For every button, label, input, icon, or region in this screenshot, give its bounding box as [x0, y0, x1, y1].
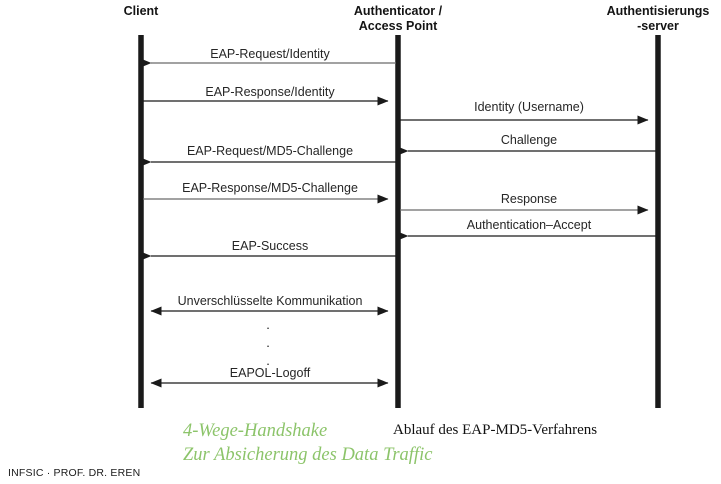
message-label-eap-request-md5-challenge: EAP-Request/MD5-Challenge [186, 144, 354, 158]
caption-green-line-1: 4-Wege-Handshake [183, 421, 328, 441]
message-label-eap-success: EAP-Success [231, 239, 309, 253]
message-label-challenge: Challenge [500, 133, 558, 147]
vertical-ellipsis-dot-2: · [265, 338, 271, 353]
message-label-response: Response [500, 192, 558, 206]
message-label-authentication-accept: Authentication–Accept [466, 218, 592, 232]
message-label-eap-response-identity: EAP-Response/Identity [205, 85, 335, 99]
lifeline-header-authenticator: Authenticator / Access Point [353, 4, 443, 33]
footer-attribution: INFSIC · PROF. DR. EREN [8, 467, 141, 479]
lifeline-header-client: Client [123, 4, 159, 18]
message-label-identity-username: Identity (Username) [474, 100, 584, 114]
message-label-eapol-logoff: EAPOL-Logoff [229, 366, 311, 380]
vertical-ellipsis-dot-1: · [265, 320, 271, 335]
message-label-unverschluesselte-kommunikation: Unverschlüsselte Kommunikation [177, 294, 363, 308]
caption-black-diagram-title: Ablauf des EAP-MD5-Verfahrens [393, 422, 598, 438]
lifeline-header-auth-server: Authentisierungs -server [606, 4, 710, 33]
vertical-ellipsis-dot-3: · [265, 356, 271, 371]
message-label-eap-request-identity: EAP-Request/Identity [210, 47, 330, 61]
caption-green-line-2: Zur Absicherung des Data Traffic [183, 445, 433, 465]
message-label-eap-response-md5-challenge: EAP-Response/MD5-Challenge [182, 181, 358, 195]
